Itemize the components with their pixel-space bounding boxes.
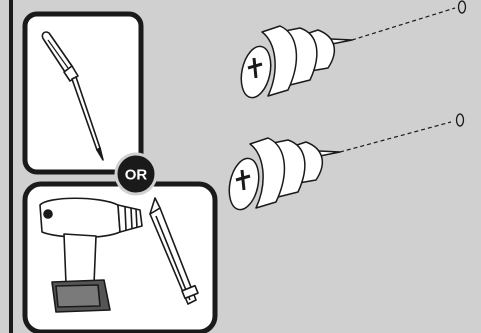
wall-anchor-2 bbox=[228, 113, 465, 211]
drill-option-box bbox=[22, 181, 218, 333]
or-label: OR bbox=[125, 167, 148, 184]
cordless-drill-with-bit-icon bbox=[39, 197, 199, 313]
self-drilling-wall-anchor-icon bbox=[228, 137, 341, 211]
self-drilling-wall-anchor-icon bbox=[240, 25, 353, 99]
drill-guide-line-1 bbox=[351, 7, 456, 41]
or-badge: OR bbox=[114, 152, 158, 196]
drill-guide-line-2 bbox=[339, 121, 452, 153]
wall-anchor-1 bbox=[240, 0, 467, 99]
screwdriver-option-box bbox=[22, 11, 144, 175]
step-panel-border bbox=[9, 0, 13, 333]
hole-marker-2 bbox=[455, 113, 465, 127]
hole-marker-1 bbox=[457, 0, 467, 14]
phillips-screwdriver-icon bbox=[41, 31, 104, 161]
